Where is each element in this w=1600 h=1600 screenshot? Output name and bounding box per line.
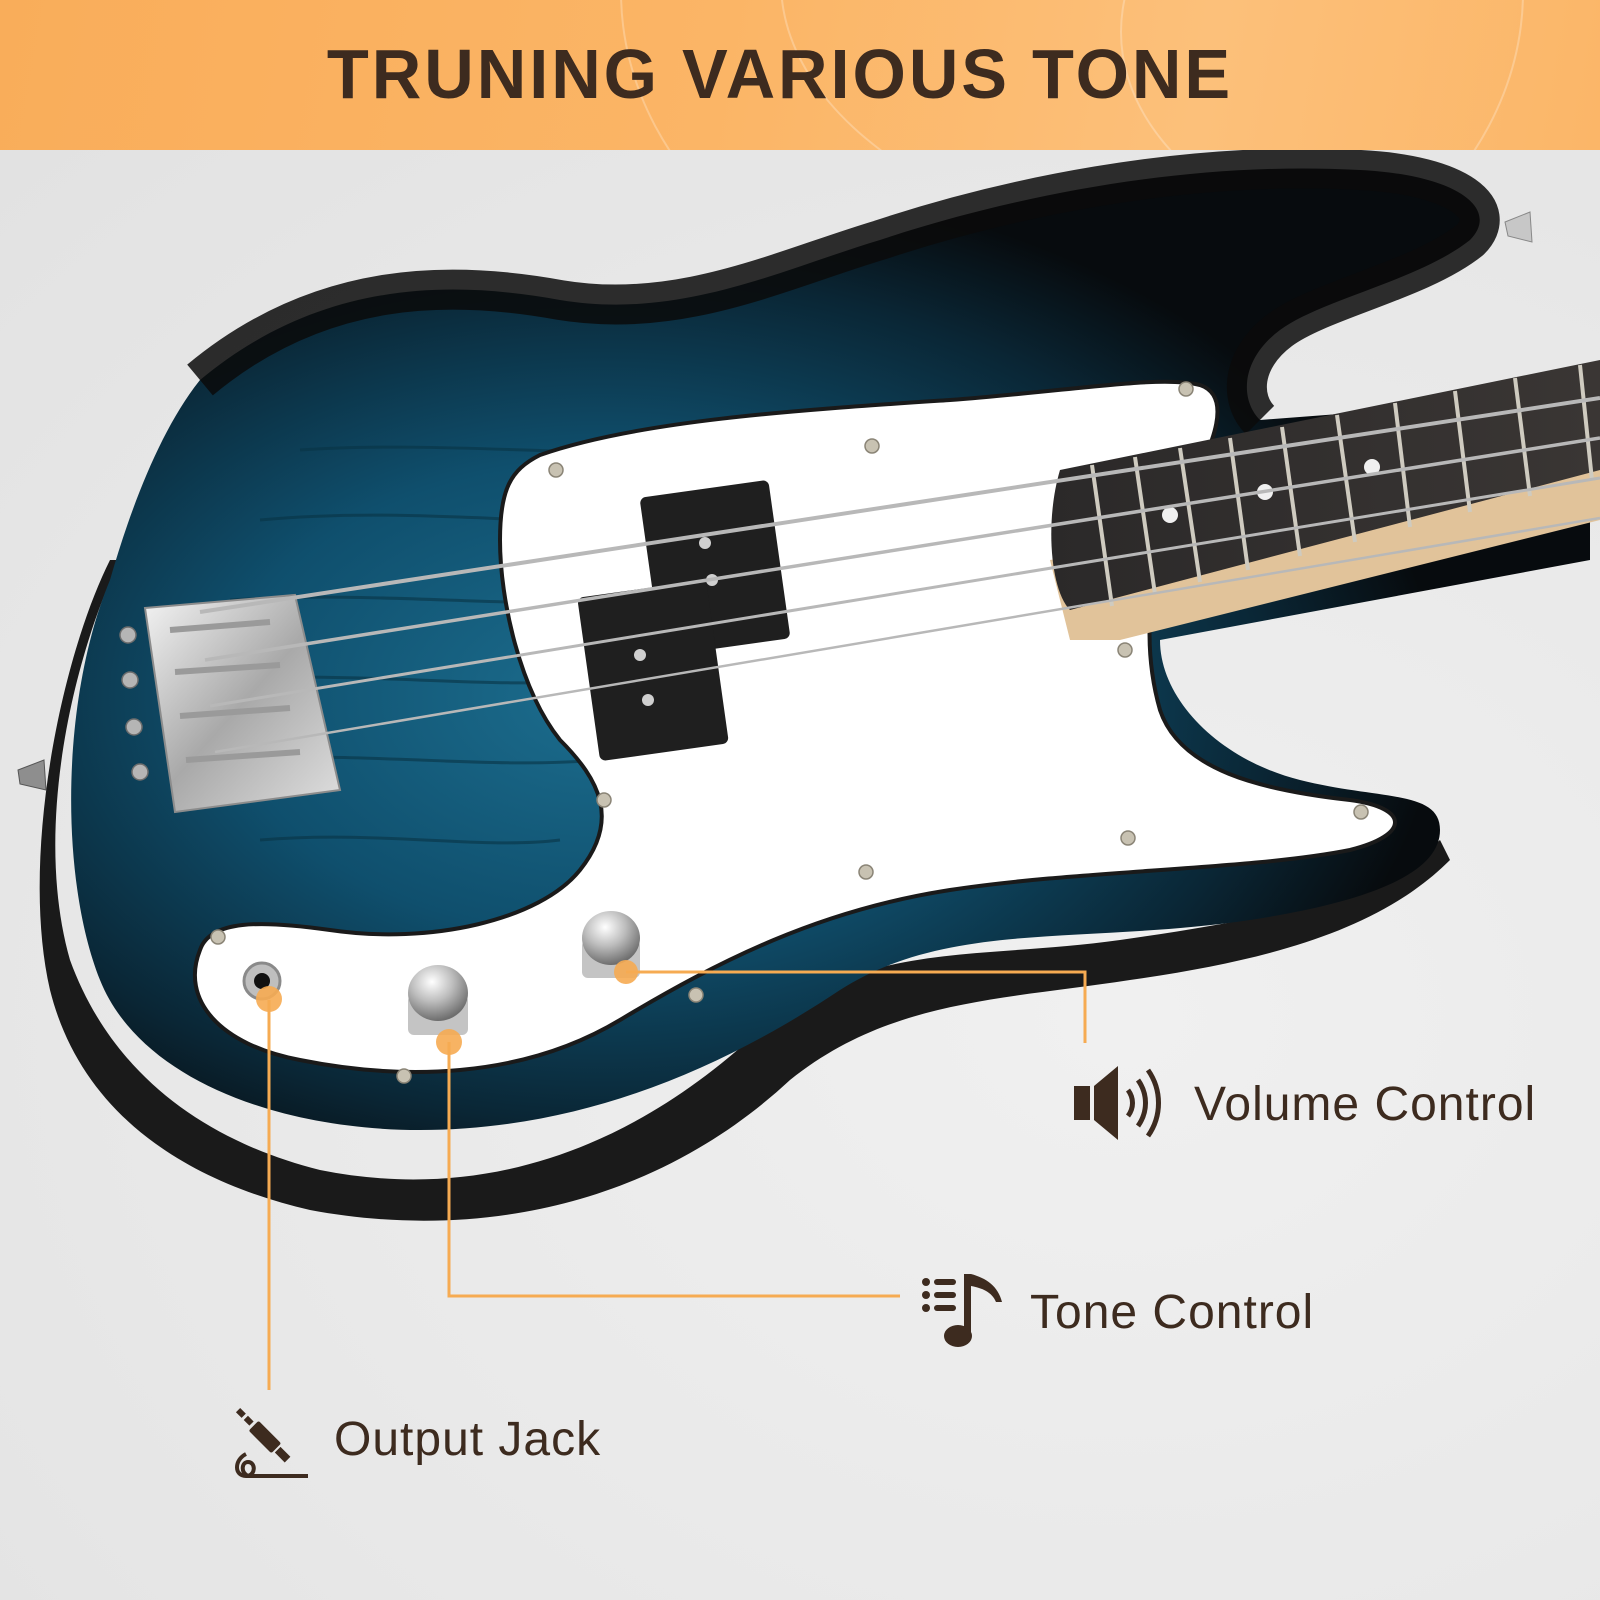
callout-label: Output Jack (334, 1413, 602, 1466)
neck-wood (1050, 470, 1600, 640)
music-note-list-icon (920, 1272, 1008, 1353)
pickguard-screws (210, 381, 1369, 1084)
bridge (119, 593, 342, 814)
speaker-volume-icon (1072, 1062, 1172, 1147)
pickup-lower (577, 580, 729, 761)
strap-button-left (17, 759, 47, 791)
callout-dots (256, 960, 638, 1055)
audio-jack-cable-icon (232, 1392, 312, 1487)
callout-output-jack: Output Jack (232, 1392, 601, 1487)
banner-title: TRUNING VARIOUS TONE (326, 35, 1234, 113)
fretboard (1051, 360, 1600, 610)
header-banner: TRUNING VARIOUS TONE (0, 0, 1600, 150)
guitar-body-edge (39, 560, 1451, 1221)
callout-tone-control: Tone Control (920, 1272, 1314, 1353)
strap-button-top (1504, 211, 1533, 243)
callout-label: Tone Control (1030, 1286, 1315, 1339)
tone-knob (408, 965, 468, 1035)
product-image (0, 150, 1600, 1600)
callout-volume-control: Volume Control (1072, 1062, 1536, 1147)
strings (199, 396, 1600, 754)
bass-guitar-illustration (17, 150, 1600, 1390)
callout-label: Volume Control (1194, 1078, 1537, 1131)
callout-lines (267, 970, 1087, 1390)
frets (1090, 364, 1594, 607)
